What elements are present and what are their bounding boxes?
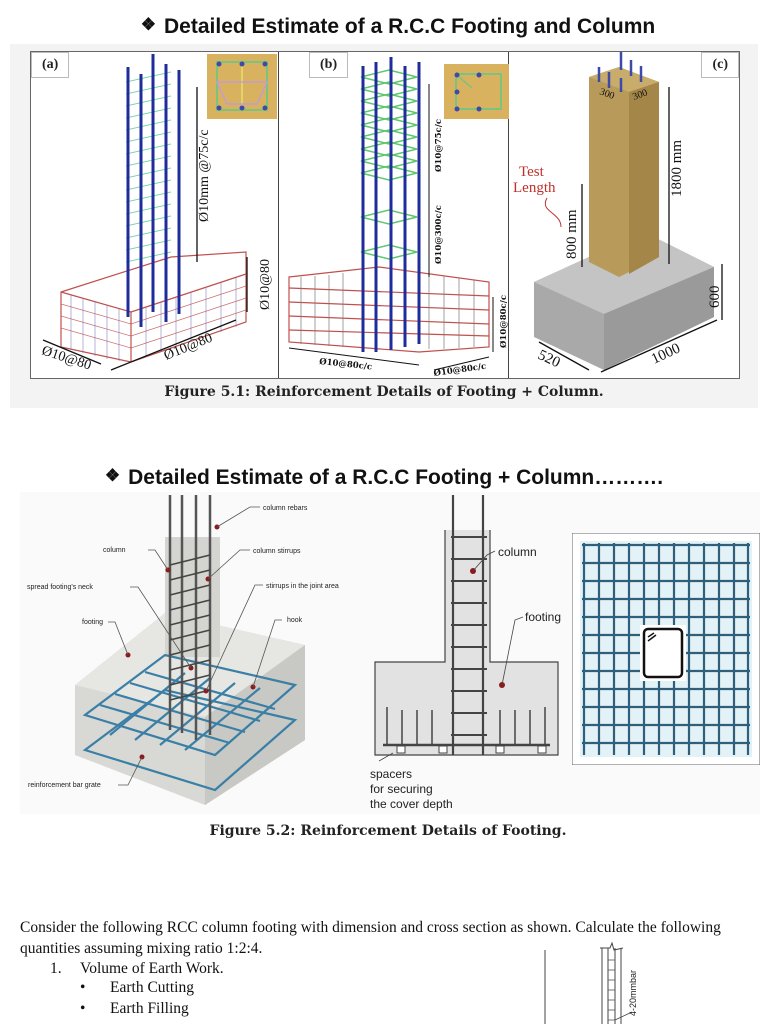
footing-height-label-c: 600 xyxy=(707,286,723,309)
section-label-footing: footing xyxy=(525,610,561,624)
bar-spec-label: 4-20mmbar xyxy=(628,970,638,1016)
section-heading-2: ❖ Detailed Estimate of a R.C.C Footing + … xyxy=(0,466,768,490)
footing-height-label-b: Ø10@80c/c xyxy=(498,295,509,348)
label-footing-neck: spread footing's neck xyxy=(27,584,93,591)
section-heading-1: ❖ Detailed Estimate of a R.C.C Footing an… xyxy=(14,15,768,39)
stirrup-section-inset-b xyxy=(444,64,509,119)
column-footing-cage-illustration-b: Ø10@75c/c Ø10@300c/c Ø10@80c/c Ø10@80c/c… xyxy=(288,57,509,379)
label-footing: footing xyxy=(82,619,103,626)
label-joint-stirrups: stirrups in the joint area xyxy=(266,583,339,590)
figure-5-2-caption: Figure 5.2: Reinforcement Details of Foo… xyxy=(209,823,567,839)
list-number: 1. xyxy=(50,960,62,977)
sublist-item-earth-cutting: •Earth Cutting xyxy=(80,979,194,996)
bullet-dot-icon: • xyxy=(80,1000,86,1017)
sublist-item-earth-filling: •Earth Filling xyxy=(80,1000,189,1017)
footing-plan-grid-illustration xyxy=(572,533,760,765)
section-label-column: column xyxy=(498,545,537,559)
footing-width-label-b: Ø10@80c/c xyxy=(433,361,487,378)
footing-length-label-b: Ø10@80c/c xyxy=(319,356,373,372)
middle-stirrup-label-b: Ø10@300c/c xyxy=(433,205,444,264)
diamond-bullet-icon: ❖ xyxy=(140,15,157,34)
list-item-1: 1. Volume of Earth Work. xyxy=(50,958,224,979)
footing-isometric-illustration: column rebars column column stirrups spr… xyxy=(27,495,339,805)
stirrup-section-inset-a xyxy=(207,54,277,119)
test-length-caption-line1: Test xyxy=(519,164,545,180)
footing-width-label-c: 520 xyxy=(535,347,562,371)
stirrup-spacing-label-a: Ø10mm @75c/c xyxy=(197,129,212,222)
test-length-value-label: 800 mm xyxy=(564,209,580,259)
upper-stirrup-label-b: Ø10@75c/c xyxy=(433,119,444,172)
column-footing-block-illustration-c: 1800 mm 800 mm 600 1000 520 300 300 Test… xyxy=(513,52,723,373)
section-label-spacers-3: the cover depth xyxy=(370,797,453,811)
footing-height-label-a: Ø10@80 xyxy=(258,259,273,310)
panel-tag-c: (c) xyxy=(701,52,739,78)
figure-5-1: Ø10mm @75c/c Ø10@80 Ø10@80 Ø10@80 (a) xyxy=(30,51,740,379)
panel-a: Ø10mm @75c/c Ø10@80 Ø10@80 Ø10@80 (a) xyxy=(31,52,279,378)
label-column-rebars: column rebars xyxy=(263,505,308,512)
heading-text: Detailed Estimate of a R.C.C Footing + C… xyxy=(128,466,664,489)
test-length-caption-line2: Length xyxy=(513,180,556,196)
label-bar-grate: reinforcement bar grate xyxy=(28,782,101,789)
footing-section-illustration: column footing spacers for securing the … xyxy=(370,495,561,811)
panel-c: 1800 mm 800 mm 600 1000 520 300 300 Test… xyxy=(509,52,739,378)
column-footing-cage-illustration-a: Ø10mm @75c/c Ø10@80 Ø10@80 Ø10@80 xyxy=(40,54,273,374)
panel-tag-b: (b) xyxy=(309,52,349,78)
panel-b: Ø10@75c/c Ø10@300c/c Ø10@80c/c Ø10@80c/c… xyxy=(279,52,509,379)
list-label: Volume of Earth Work. xyxy=(80,960,224,977)
label-column: column xyxy=(103,547,126,554)
problem-paragraph: Consider the following RCC column footin… xyxy=(20,919,721,957)
bullet-dot-icon: • xyxy=(80,979,86,996)
column-side-b-label: 300 xyxy=(631,87,649,102)
footing-length-label-a: Ø10@80 xyxy=(162,331,215,364)
panel-tag-a: (a) xyxy=(31,52,70,78)
test-length-arrow-icon xyxy=(544,197,562,228)
section-label-spacers-2: for securing xyxy=(370,782,433,796)
column-height-label: 1800 mm xyxy=(669,140,685,197)
label-hook: hook xyxy=(287,617,303,624)
figure-5-1-caption: Figure 5.1: Reinforcement Details of Foo… xyxy=(164,384,604,400)
section-label-spacers-1: spacers xyxy=(370,767,412,781)
diamond-bullet-icon: ❖ xyxy=(104,466,121,485)
heading-text: Detailed Estimate of a R.C.C Footing and… xyxy=(164,15,656,38)
label-column-stirrups: column stirrups xyxy=(253,548,301,555)
column-cross-section-drawing: 4-20mmbar xyxy=(544,941,638,1024)
column-side-a-label: 300 xyxy=(598,86,616,101)
